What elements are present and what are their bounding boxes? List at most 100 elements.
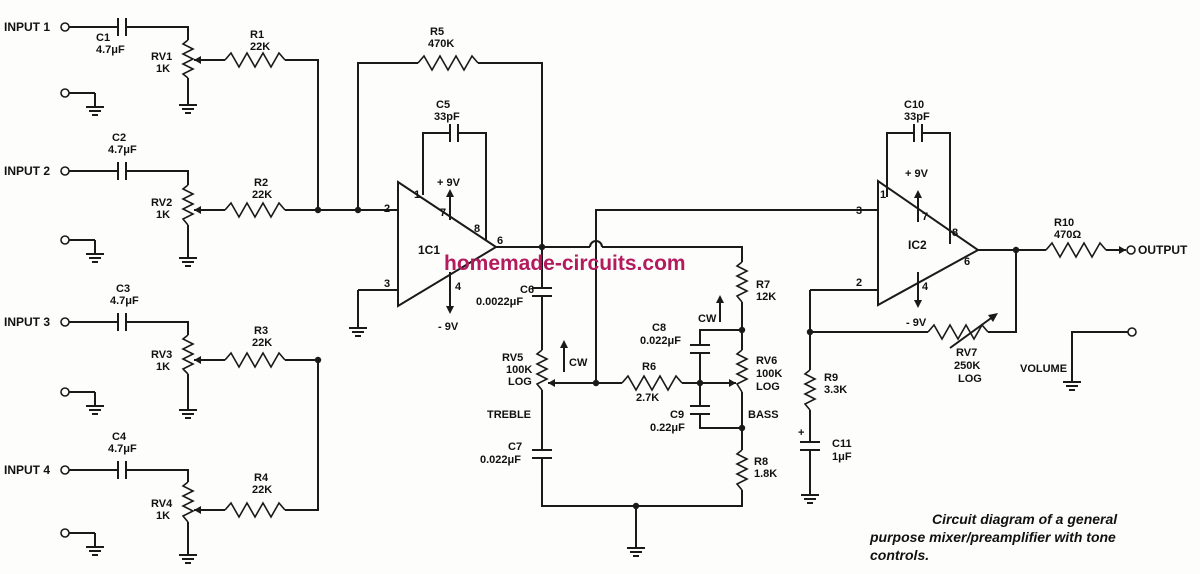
ic2-pin-2: 2: [856, 277, 862, 289]
input-channel-2: [60, 162, 360, 267]
input-channel-4: [60, 461, 286, 564]
rv3-value: 1K: [156, 361, 170, 373]
rv6-value: 100K: [756, 368, 782, 380]
caption-line-2: purpose mixer/preamplifier with tone: [869, 529, 1116, 545]
rv7-value: 250K: [954, 360, 980, 372]
c10-ref: C10: [904, 99, 924, 111]
r10-value: 470Ω: [1054, 229, 1081, 241]
c2-value: 4.7μF: [108, 144, 137, 156]
c3-ref: C3: [116, 283, 130, 295]
ic2-pin-1: 1: [880, 189, 886, 201]
ic2-name: IC2: [908, 238, 927, 252]
input-2-label: INPUT 2: [4, 164, 50, 178]
input-4-label: INPUT 4: [4, 463, 50, 477]
r9-ref: R9: [824, 372, 838, 384]
ground-jack-icon: [60, 235, 105, 263]
r2-value: 22K: [252, 189, 272, 201]
volume-label: VOLUME: [1020, 363, 1067, 375]
cw-bass: CW: [698, 313, 717, 325]
rv7-ref: RV7: [956, 347, 977, 359]
r1-value: 22K: [250, 41, 270, 53]
ic1-vneg: - 9V: [438, 321, 459, 333]
rv4-ref: RV4: [151, 498, 173, 510]
r6-ref: R6: [642, 361, 656, 373]
c11-ref: C11: [832, 438, 852, 450]
input-channel-1: [60, 18, 319, 210]
input-3-label: INPUT 3: [4, 315, 50, 329]
rv2-value: 1K: [156, 209, 170, 221]
input-1-label: INPUT 1: [4, 20, 50, 34]
tone-control-network: [532, 209, 878, 557]
op-amp-ic1: [348, 54, 543, 337]
r4-value: 22K: [252, 484, 272, 496]
c11-polarity: +: [798, 427, 804, 439]
ic1-pin-7: 7: [440, 207, 446, 219]
output-jack-icon[interactable]: [1126, 245, 1136, 255]
rv2-ref: RV2: [151, 197, 172, 209]
rv4-value: 1K: [156, 510, 170, 522]
c7-ref: C7: [508, 441, 522, 453]
cw-treble: CW: [569, 357, 588, 369]
ic2-vpos: + 9V: [905, 168, 929, 180]
rv5-ref: RV5: [502, 352, 523, 364]
r9-value: 3.3K: [824, 384, 847, 396]
ic2-pin-8: 8: [952, 227, 958, 239]
c9-ref: C9: [670, 409, 684, 421]
output-label: OUTPUT: [1138, 243, 1188, 257]
ic1-pin-8: 8: [474, 223, 480, 235]
r4-ref: R4: [254, 472, 269, 484]
ic2-pin-3: 3: [856, 205, 862, 217]
c11-value: 1μF: [832, 451, 852, 463]
r7-ref: R7: [756, 279, 770, 291]
caption-line-3: controls.: [870, 547, 929, 563]
input-jack-icon[interactable]: [60, 166, 70, 176]
c3-value: 4.7μF: [110, 295, 139, 307]
c6-ref: C6: [520, 284, 534, 296]
ic1-pin-6: 6: [497, 235, 503, 247]
r5-value: 470K: [428, 38, 454, 50]
r8-ref: R8: [754, 456, 768, 468]
watermark: homemade-circuits.com: [444, 252, 686, 275]
ic1-name: 1C1: [418, 243, 440, 257]
treble-label: TREBLE: [487, 409, 531, 421]
r1-ref: R1: [250, 29, 264, 41]
c5-value: 33pF: [434, 111, 460, 123]
ic2-pin-7: 7: [922, 211, 928, 223]
ground-jack-icon: [60, 88, 105, 116]
ic1-pin-4: 4: [455, 281, 462, 293]
rv6-ref: RV6: [756, 355, 777, 367]
rv5-value: 100K: [506, 364, 532, 376]
ic1-vpos: + 9V: [437, 177, 461, 189]
op-amp-ic2: [800, 124, 1137, 504]
c1-ref: C1: [96, 32, 110, 44]
input-jack-icon[interactable]: [60, 22, 70, 32]
ic1-pin-1: 1: [414, 189, 420, 201]
volume-jack-icon[interactable]: [1127, 327, 1137, 337]
c2-ref: C2: [112, 132, 126, 144]
c7-value: 0.022μF: [480, 454, 521, 466]
rv6-taper: LOG: [756, 381, 780, 393]
ic2-pin-4: 4: [922, 281, 929, 293]
ic1-pin-3: 3: [384, 278, 390, 290]
rv1-value: 1K: [156, 63, 170, 75]
r3-ref: R3: [254, 325, 268, 337]
rv5-taper: LOG: [508, 376, 532, 388]
rv7-taper: LOG: [958, 373, 982, 385]
r7-value: 12K: [756, 291, 776, 303]
r6-value: 2.7K: [636, 392, 659, 404]
rv1-ref: RV1: [151, 51, 172, 63]
r8-value: 1.8K: [754, 468, 777, 480]
ground-jack-icon: [60, 528, 105, 556]
c8-value: 0.022μF: [640, 335, 681, 347]
input-jack-icon[interactable]: [60, 465, 70, 475]
r5-ref: R5: [430, 26, 444, 38]
r2-ref: R2: [254, 177, 268, 189]
bass-label: BASS: [748, 409, 779, 421]
ground-jack-icon: [60, 387, 105, 415]
input-jack-icon[interactable]: [60, 317, 70, 327]
c8-ref: C8: [652, 322, 666, 334]
caption-line-1: Circuit diagram of a general: [932, 511, 1118, 527]
ic2-pin-6: 6: [964, 256, 970, 268]
